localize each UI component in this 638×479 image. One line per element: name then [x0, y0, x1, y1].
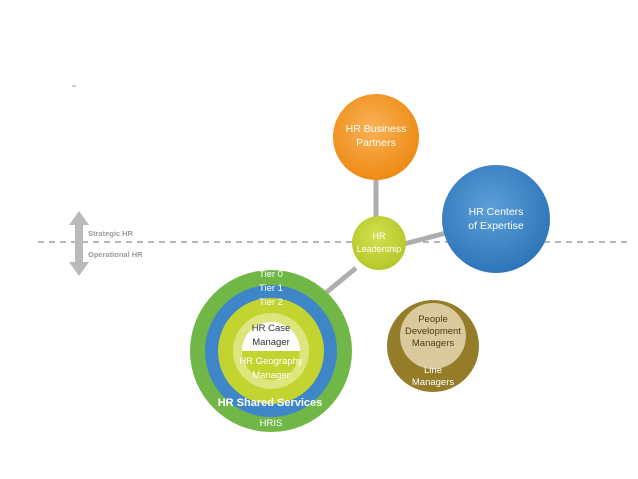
hr-geography-manager-line-2: Manager: [252, 370, 290, 381]
hr-leadership-node: HR Leadership: [352, 216, 406, 270]
people-development-managers-line-3: Managers: [412, 338, 454, 349]
strategic-hr-label: Strategic HR: [88, 229, 134, 238]
hr-geography-manager-line-1: HR Geography: [239, 356, 303, 367]
hr-shared-services-label: HR Shared Services: [218, 397, 323, 409]
hr-centers-of-expertise-line-1: HR Centers: [469, 206, 524, 218]
people-development-managers-line-2: Development: [405, 326, 461, 337]
tier-0-label: Tier 0: [259, 269, 283, 280]
hr-case-manager-line-2: Manager: [252, 337, 290, 348]
hris-label: HRIS: [260, 418, 283, 429]
strategic-operational-arrow-icon: [69, 211, 89, 276]
hr-leadership-line-1: HR: [373, 231, 386, 241]
people-development-line-managers-node: People Development Managers Line Manager…: [387, 300, 479, 392]
people-development-managers-line-1: People: [418, 314, 448, 325]
hr-business-partners-line-1: HR Business: [346, 123, 407, 135]
connector-leadership-shared-services: [320, 266, 358, 298]
tier-2-label: Tier 2: [259, 297, 283, 308]
hr-centers-of-expertise-node: HR Centers of Expertise: [442, 165, 550, 273]
hr-business-partners-line-2: Partners: [356, 137, 396, 149]
hr-leadership-line-2: Leadership: [357, 244, 402, 254]
connector-leadership-centers-of-expertise: [403, 230, 447, 247]
operational-hr-label: Operational HR: [88, 250, 143, 259]
hr-case-manager-line-1: HR Case: [252, 323, 291, 334]
tier-1-label: Tier 1: [259, 283, 283, 294]
hr-centers-of-expertise-line-2: of Expertise: [468, 220, 524, 232]
hr-business-partners-node: HR Business Partners: [333, 94, 419, 180]
line-managers-line-1: Line: [424, 365, 442, 376]
line-managers-line-2: Managers: [412, 377, 454, 388]
hr-shared-services-node: Tier 0 Tier 1 Tier 2 HR Case Manager HR …: [190, 269, 352, 432]
